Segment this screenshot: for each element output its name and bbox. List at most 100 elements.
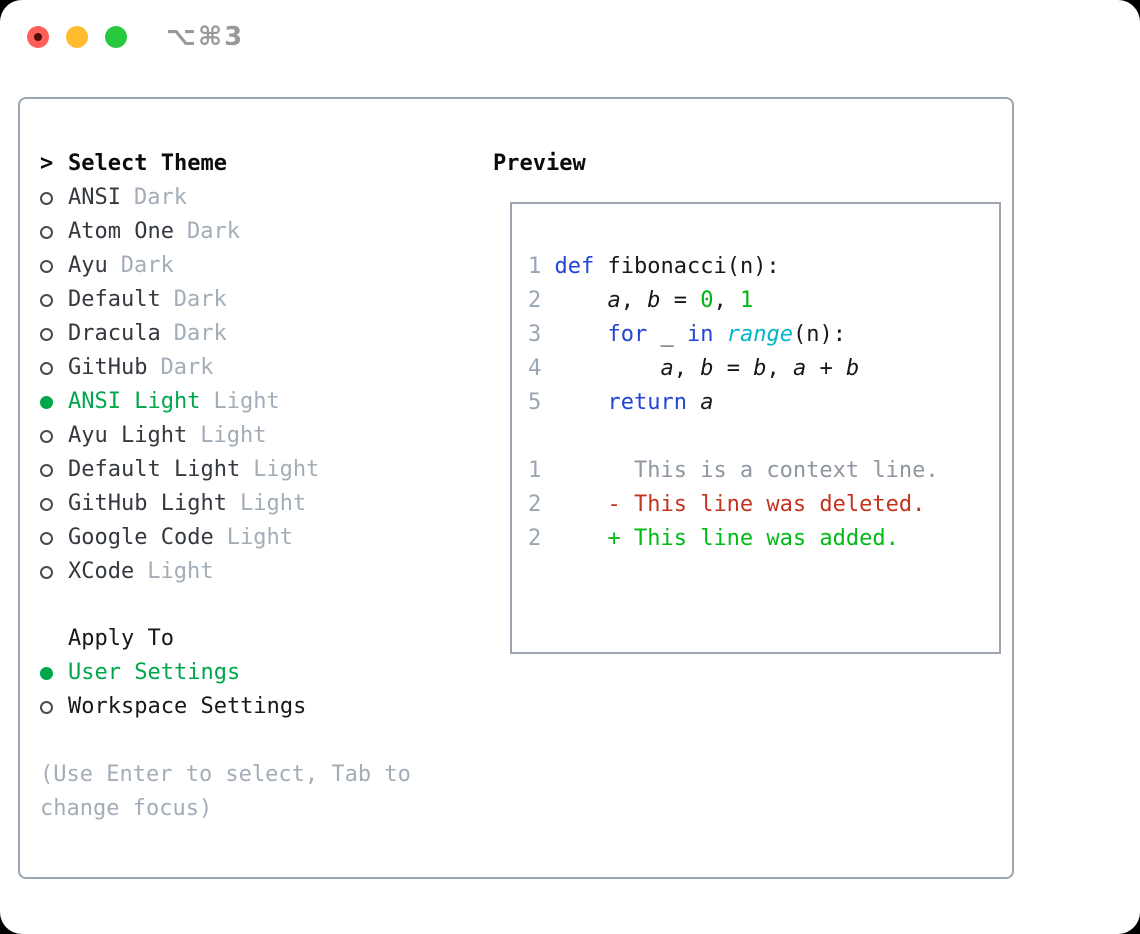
code-token-pl: , xyxy=(713,288,740,313)
theme-name: Default xyxy=(68,287,161,312)
radio-unselected-icon xyxy=(40,429,68,443)
code-line: 2 + This line was added. xyxy=(528,522,999,556)
code-token-kw: return xyxy=(607,390,687,415)
line-number: 2 xyxy=(528,526,555,551)
code-token-var: b xyxy=(647,288,661,313)
minimize-button[interactable] xyxy=(66,26,88,48)
theme-name: ANSI Light xyxy=(68,389,201,414)
radio-dot xyxy=(40,666,53,680)
radio-unselected-icon xyxy=(40,463,68,477)
apply-option-label: Workspace Settings xyxy=(68,694,307,719)
radio-unselected-icon xyxy=(40,565,68,579)
code-token-pl: = xyxy=(713,356,754,381)
code-line: 1 This is a context line. xyxy=(528,454,999,488)
preview-title: Preview xyxy=(493,151,586,176)
code-token-pl xyxy=(555,356,661,381)
code-token-pl xyxy=(555,390,608,415)
theme-option-default[interactable]: Default Dark xyxy=(40,283,411,317)
code-line: 3 for _ in range(n): xyxy=(528,318,999,352)
radio-unselected-icon xyxy=(40,293,68,307)
code-token-bi: range xyxy=(726,322,793,347)
selection-cursor: > xyxy=(40,151,54,176)
code-token-var: a xyxy=(792,356,807,381)
line-number: 4 xyxy=(528,356,555,381)
code-token-pl: fibonacci(n): xyxy=(594,254,780,279)
radio-dot xyxy=(40,225,53,239)
radio-dot xyxy=(40,395,53,409)
theme-variant-tag: Light xyxy=(147,559,214,584)
theme-name: Ayu Light xyxy=(68,423,188,448)
theme-option-ansi[interactable]: ANSI Dark xyxy=(40,181,411,215)
code-line: 2 - This line was deleted. xyxy=(528,488,999,522)
theme-name: ANSI xyxy=(68,185,121,210)
code-token-var: b xyxy=(700,356,714,381)
theme-option-default-light[interactable]: Default Light Light xyxy=(40,453,411,487)
help-text-line: (Use Enter to select, Tab to xyxy=(40,762,411,787)
code-token-pl xyxy=(555,322,608,347)
apply-option-user-settings[interactable]: User Settings xyxy=(40,656,411,690)
code-token-pl: _ xyxy=(647,322,687,347)
code-line: 2 a, b = 0, 1 xyxy=(528,284,999,318)
theme-name: XCode xyxy=(68,559,135,584)
code-token-num: 0 xyxy=(700,288,714,313)
line-number: 1 xyxy=(528,458,555,483)
radio-unselected-icon xyxy=(40,700,68,714)
radio-dot xyxy=(40,293,53,307)
help-text-line: change focus) xyxy=(40,796,213,821)
close-button[interactable] xyxy=(27,26,49,48)
theme-variant-tag: Light xyxy=(239,491,307,516)
radio-selected-icon xyxy=(40,395,68,409)
code-token-var: a xyxy=(660,356,674,381)
code-token-kw: for xyxy=(607,322,648,347)
radio-dot xyxy=(40,497,53,511)
code-token-pl xyxy=(713,322,726,347)
code-token-pl: , xyxy=(673,356,701,381)
theme-variant-tag: Light xyxy=(253,457,320,482)
line-number: 3 xyxy=(528,322,555,347)
theme-variant-tag: Light xyxy=(213,389,280,414)
radio-dot xyxy=(40,327,53,341)
theme-option-ayu-light[interactable]: Ayu Light Light xyxy=(40,419,411,453)
code-token-ctx: This is a context line. xyxy=(554,458,939,483)
radio-unselected-icon xyxy=(40,361,68,375)
theme-name: Google Code xyxy=(68,525,214,550)
theme-option-xcode[interactable]: XCode Light xyxy=(40,555,411,589)
code-line: 4 a, b = b, a + b xyxy=(528,352,999,386)
radio-unselected-icon xyxy=(40,259,68,273)
radio-selected-icon xyxy=(40,666,68,680)
radio-unselected-icon xyxy=(40,225,68,239)
zoom-button[interactable] xyxy=(105,26,127,48)
radio-dot xyxy=(40,361,53,375)
apply-option-label: User Settings xyxy=(68,660,241,685)
theme-list-header-row: > Select Theme xyxy=(40,147,411,181)
code-token-pl: , xyxy=(766,356,793,381)
theme-variant-tag: Dark xyxy=(133,185,187,210)
line-number: 2 xyxy=(528,288,555,313)
theme-variant-tag: Dark xyxy=(173,287,227,312)
theme-name: Atom One xyxy=(68,219,174,244)
radio-dot xyxy=(40,531,53,545)
line-number: 1 xyxy=(528,254,555,279)
line-number: 2 xyxy=(528,492,555,517)
theme-variant-tag: Light xyxy=(200,423,267,448)
code-token-pl: (n): xyxy=(792,322,846,347)
theme-option-ansi-light[interactable]: ANSI Light Light xyxy=(40,385,411,419)
radio-dot xyxy=(40,700,53,714)
window-controls xyxy=(27,26,127,48)
radio-dot xyxy=(40,259,53,273)
theme-name: Default Light xyxy=(68,457,241,482)
apply-option-workspace-settings[interactable]: Workspace Settings xyxy=(40,690,411,724)
apply-to-header-row: Apply To xyxy=(40,622,411,656)
radio-dot xyxy=(40,463,53,477)
theme-name: Dracula xyxy=(68,321,161,346)
